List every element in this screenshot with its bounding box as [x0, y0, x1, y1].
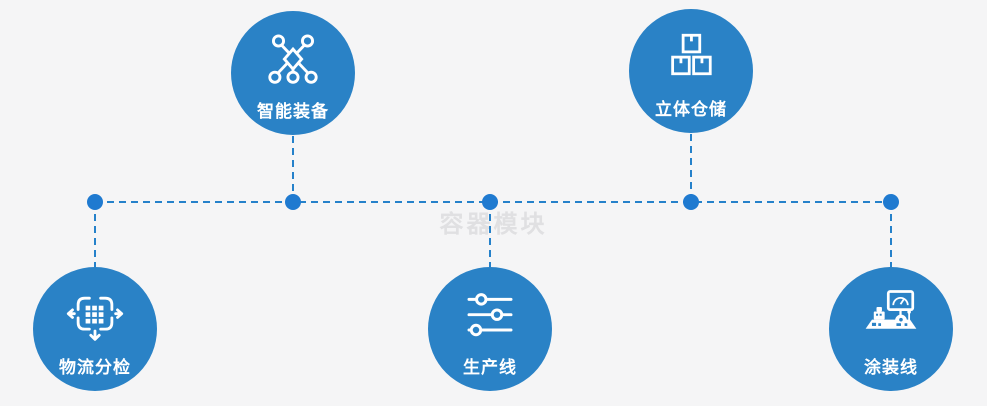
- node-label: 涂装线: [864, 358, 918, 377]
- node-label: 物流分检: [59, 358, 131, 377]
- junction-dot: [285, 194, 301, 210]
- sorting-move-grid-icon: [65, 286, 125, 346]
- junction-dot: [883, 194, 899, 210]
- node-3d-warehouse[interactable]: 立体仓储: [629, 9, 753, 133]
- paint-machine-icon: [862, 286, 920, 346]
- network-nodes-icon: [264, 30, 322, 90]
- stacked-boxes-icon: [663, 28, 719, 88]
- node-label: 立体仓储: [655, 100, 727, 119]
- sliders-icon: [462, 286, 518, 346]
- watermark: 容器模块: [439, 211, 548, 238]
- junction-dot: [482, 194, 498, 210]
- junction-dot: [683, 194, 699, 210]
- node-painting-line[interactable]: 涂装线: [829, 267, 953, 391]
- node-label: 生产线: [463, 358, 517, 377]
- node-logistics-sorting[interactable]: 物流分检: [33, 267, 157, 391]
- node-label: 智能装备: [257, 102, 329, 121]
- node-intelligent-equipment[interactable]: 智能装备: [231, 11, 355, 135]
- node-production-line[interactable]: 生产线: [428, 267, 552, 391]
- junction-dot: [87, 194, 103, 210]
